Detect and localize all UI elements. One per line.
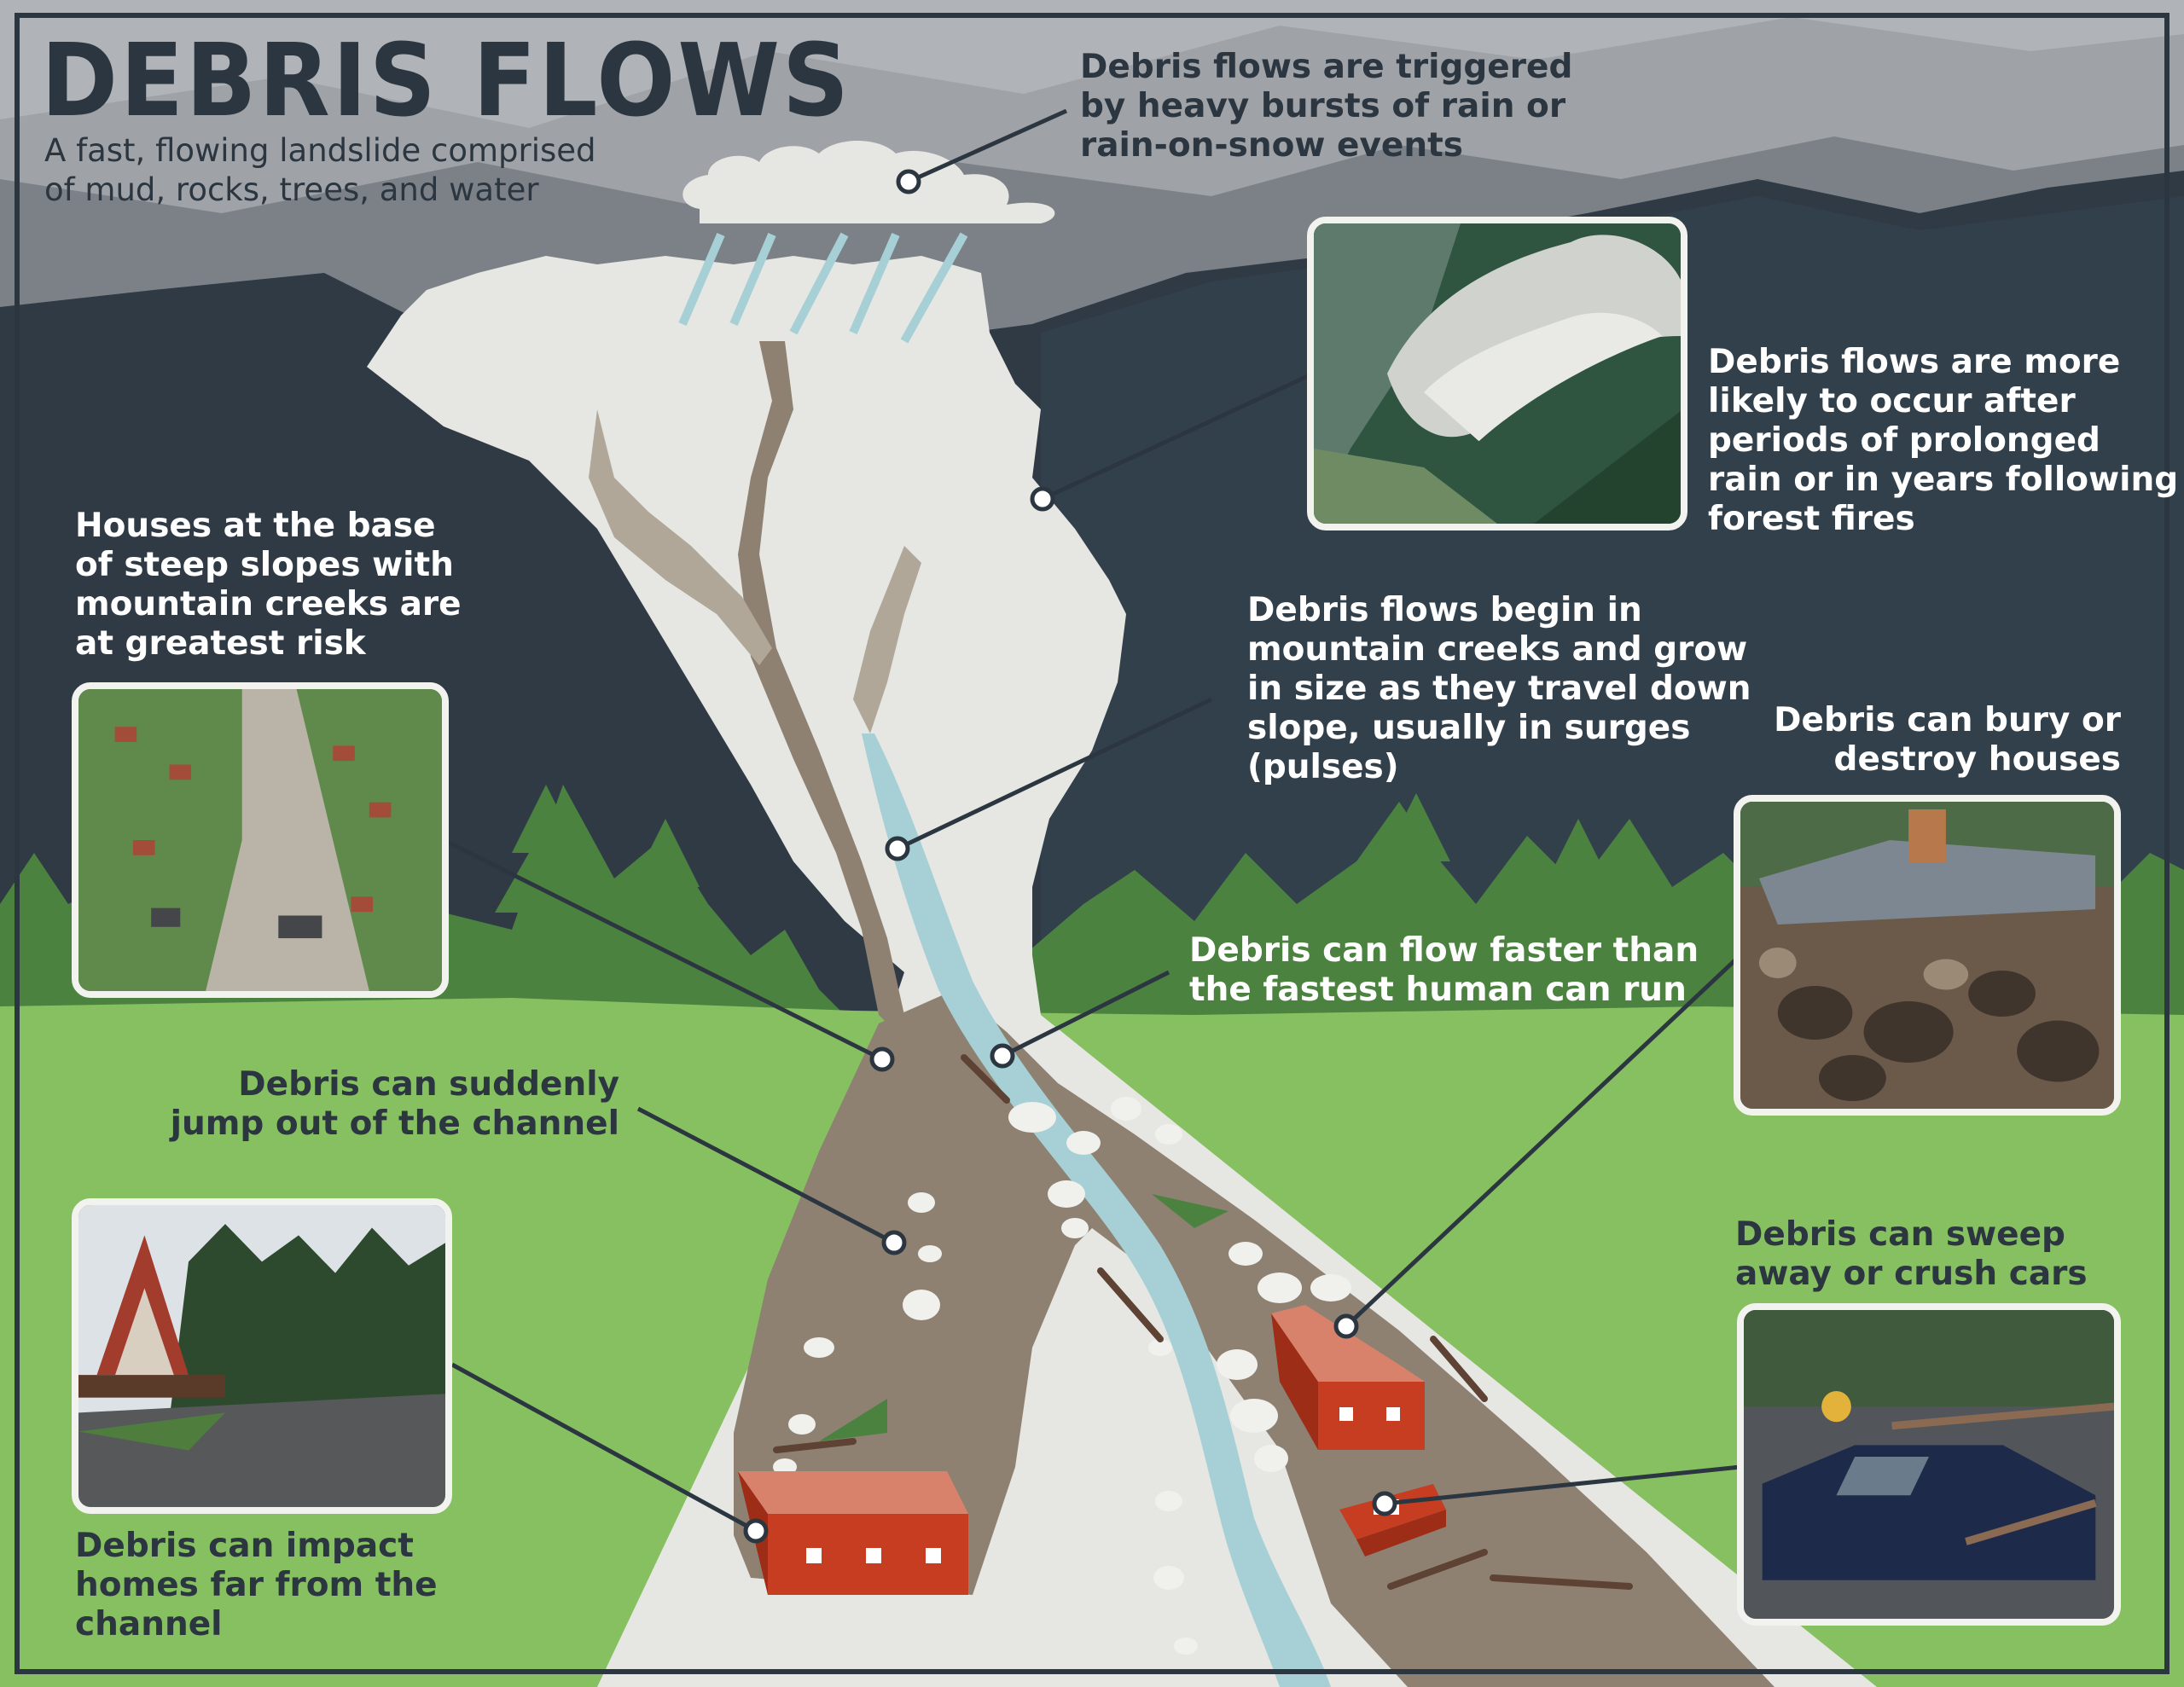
callout-trigger: Debris flows are triggered by heavy burs… <box>1080 48 1573 165</box>
callout-jump-channel: Debris can suddenly jump out of the chan… <box>170 1065 619 1143</box>
page-title: DEBRIS FLOWS <box>41 21 851 139</box>
side-gully <box>589 409 772 665</box>
side-gully <box>853 546 921 733</box>
frame-border <box>15 13 2169 1674</box>
callout-sweep-cars: Debris can sweep away or crush cars <box>1735 1215 2088 1293</box>
callout-prolonged-rain: Debris flows are more likely to occur af… <box>1708 343 2179 538</box>
callout-flow-faster: Debris can flow faster than the fastest … <box>1189 931 1699 1009</box>
photo-crushed-car <box>1737 1303 2121 1626</box>
far-ridge <box>0 0 2184 128</box>
storm-cloud <box>682 141 1055 223</box>
callout-bury-houses: Debris can bury or destroy houses <box>1774 701 2121 779</box>
leader-lines <box>442 108 1742 1533</box>
house-center-right <box>1271 1305 1425 1450</box>
fallen-tree <box>819 1399 887 1441</box>
photo-buried-house <box>1734 795 2121 1116</box>
creek <box>862 733 1331 1687</box>
house-lower-left <box>738 1471 968 1595</box>
page-subtitle: A fast, flowing landslide comprised of m… <box>44 132 596 208</box>
photo-forest-fire <box>1307 217 1687 530</box>
main-channel <box>738 341 904 1032</box>
callout-begin-creeks: Debris flows begin in mountain creeks an… <box>1247 591 1751 786</box>
logs <box>773 1054 1633 1590</box>
callout-impact-homes: Debris can impact homes far from the cha… <box>75 1527 438 1644</box>
photo-a-frame-home <box>72 1198 452 1514</box>
callout-houses-risk: Houses at the base of steep slopes with … <box>75 507 462 663</box>
debris-fan <box>734 989 1774 1687</box>
leader-dots <box>743 169 1397 1544</box>
fallen-tree <box>1152 1194 1228 1228</box>
pine-tree <box>614 819 717 947</box>
pine-tree <box>1365 793 1467 921</box>
photo-houses-aerial <box>72 682 449 998</box>
rain <box>678 232 968 344</box>
pine-tree <box>1527 819 1629 947</box>
